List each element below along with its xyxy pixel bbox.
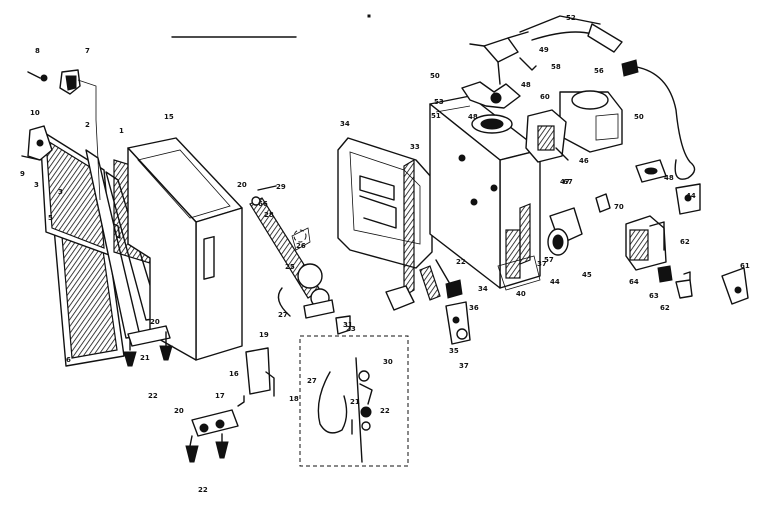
callout-23: 23 [346,325,356,333]
callout-28: 28 [264,211,274,219]
callout-53: 53 [434,98,444,106]
callout-18: 18 [289,395,299,403]
callout-66: 66 [258,200,268,208]
callout-17: 17 [215,392,225,400]
small-clip [595,193,611,213]
corner-bracket [721,267,749,305]
callout-63: 63 [649,292,659,300]
callout-27a: 27 [278,311,288,319]
callout-48b: 48 [468,113,478,121]
callout-44b: 44 [686,192,696,200]
callout-44a: 44 [550,278,560,286]
callout-3b: 3 [58,188,63,196]
callout-49: 49 [539,46,549,54]
callout-50b: 50 [634,113,644,121]
callout-51: 51 [431,112,441,120]
gasket [635,159,667,183]
speck [367,14,371,18]
callout-7: 7 [85,47,90,55]
callout-48c: 48 [664,174,674,182]
callout-48a: 48 [521,81,531,89]
mounting-bracket [675,183,701,215]
callout-15: 15 [164,113,174,121]
orifice-fittings [657,265,693,299]
heater-housing [429,95,541,291]
callout-27b: 27 [307,377,317,385]
callout-22d: 22 [456,258,466,266]
callout-3a: 3 [34,181,39,189]
callout-6: 6 [66,356,71,364]
callout-37a: 37 [459,362,469,370]
pressure-regulator [625,215,667,271]
callout-67: 67 [563,178,573,186]
flame-sensor [547,207,583,256]
callout-20c: 20 [237,181,247,189]
callout-19: 19 [259,331,269,339]
burner-tube [249,185,351,335]
callout-26: 26 [296,242,306,250]
callout-56: 56 [594,67,604,75]
callout-62b: 62 [660,304,670,312]
callout-22c: 22 [380,407,390,415]
control-valve-top [461,15,623,109]
callout-22a: 22 [148,392,158,400]
callout-21a: 21 [140,354,150,362]
drain-bracket [445,301,471,345]
callout-57: 57 [544,256,554,264]
callout-labels: 1 2 3 3 5 6 7 8 9 10 15 16 17 18 19 20 2… [20,14,750,494]
callout-29: 29 [276,183,286,191]
callout-34a: 34 [340,120,350,128]
callout-36: 36 [469,304,479,312]
burner-bracket-bottom [123,325,173,367]
callout-45: 45 [582,271,592,279]
callout-60: 60 [540,93,550,101]
callout-50a: 50 [430,72,440,80]
door-handle-bracket [245,347,275,397]
base-pilot-assembly [185,395,245,463]
callout-64: 64 [629,278,639,286]
callout-58: 58 [551,63,561,71]
callout-5: 5 [48,214,53,222]
cabinet-box [127,137,243,361]
callout-9: 9 [20,170,25,178]
callout-62a: 62 [680,238,690,246]
callout-52: 52 [566,14,576,22]
pilot-detail-box [299,335,409,467]
callout-30: 30 [383,358,393,366]
left-clips [21,69,101,201]
pilot-nozzle [435,259,463,299]
callout-31: 31 [343,321,353,329]
callout-2: 2 [85,121,90,129]
callout-37b: 37 [537,260,547,268]
callout-33: 33 [410,143,420,151]
combustion-chamber [337,137,441,311]
callout-35: 35 [449,347,459,355]
callout-25: 25 [285,263,295,271]
callout-61: 61 [740,262,750,270]
callout-70: 70 [614,203,624,211]
gas-valve-body [525,90,623,163]
callout-46: 46 [579,157,589,165]
callout-8: 8 [35,47,40,55]
callout-16: 16 [229,370,239,378]
callout-40: 40 [516,290,526,298]
callout-20a: 20 [174,407,184,415]
callout-1: 1 [119,127,124,135]
callout-34b: 34 [478,285,488,293]
callout-22b: 22 [198,486,208,494]
callout-10: 10 [30,109,40,117]
callout-21b: 21 [350,398,360,406]
callout-20b: 20 [150,318,160,326]
thermostat-bulb [621,59,696,180]
callout-47: 47 [560,178,570,186]
